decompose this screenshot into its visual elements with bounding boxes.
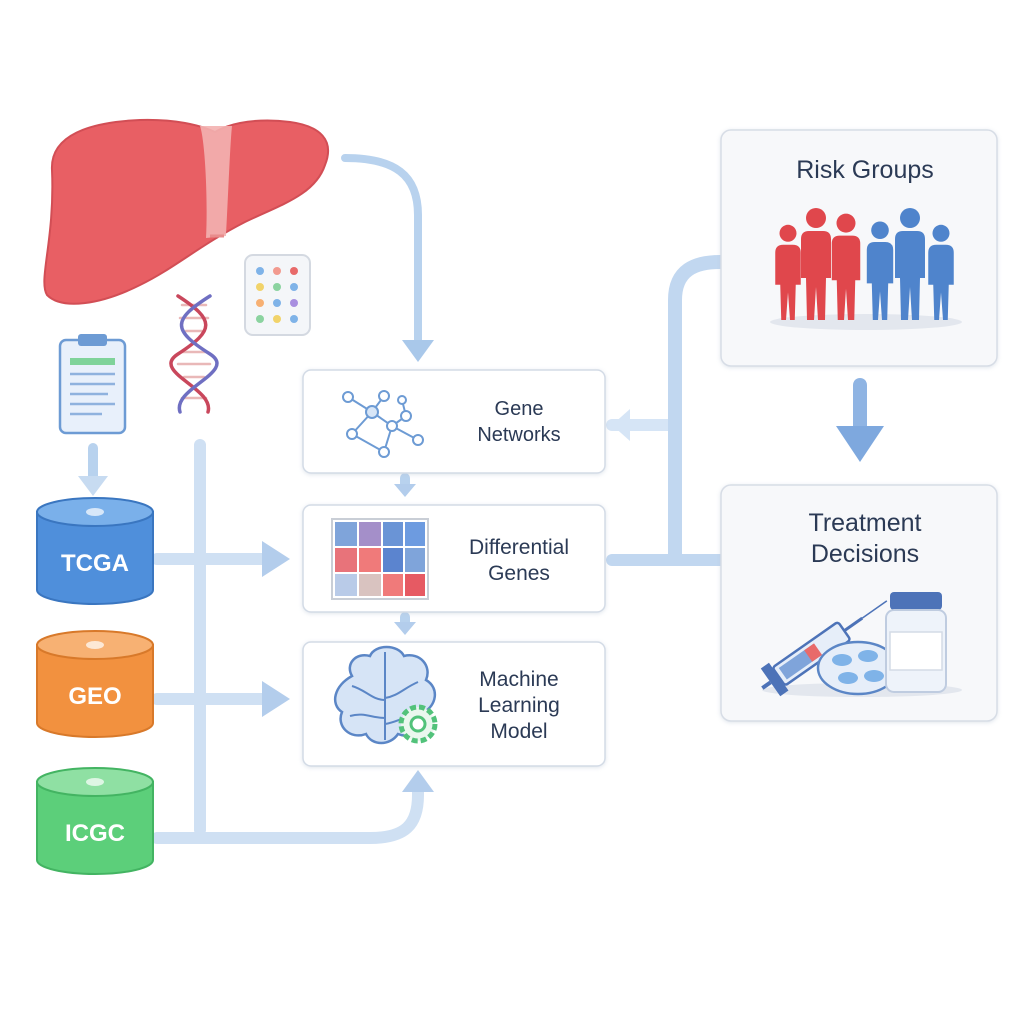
person-figure xyxy=(801,208,831,320)
person-figure xyxy=(866,221,894,320)
people-icon xyxy=(775,208,954,320)
person-figure xyxy=(895,208,925,320)
person-figure xyxy=(831,213,861,320)
arrow-icgc-to-ml xyxy=(151,784,424,844)
arrow-head xyxy=(402,340,434,362)
dna-helix-icon xyxy=(169,294,219,414)
risk-groups-title: Risk Groups xyxy=(796,156,934,184)
ml-model-label-1: Machine xyxy=(479,668,558,691)
database-tcga: TCGA xyxy=(36,497,154,605)
liver-icon xyxy=(43,118,330,305)
heatmap-icon xyxy=(331,518,429,600)
differential-genes-label-2: Genes xyxy=(488,562,550,585)
ml-model-label-3: Model xyxy=(490,720,547,743)
analysis-box-gene-networks: Gene Networks xyxy=(302,369,606,474)
database-icgc: ICGC xyxy=(36,767,154,875)
gene-networks-label-1: Gene xyxy=(495,398,544,420)
arrow-liver-to-networks xyxy=(341,154,422,344)
medication-icon xyxy=(760,592,947,697)
treatment-title-2: Decisions xyxy=(811,540,919,568)
treatment-title-1: Treatment xyxy=(808,509,921,537)
analysis-box-ml-model: Machine Learning Model xyxy=(302,641,606,767)
person-figure xyxy=(928,224,954,320)
analysis-box-differential-genes: Differential Genes xyxy=(302,504,606,613)
brain-gear-icon xyxy=(333,645,438,745)
data-sources: TCGA GEO ICGC xyxy=(36,497,154,875)
person-figure xyxy=(775,224,801,320)
database-label-tcga: TCGA xyxy=(61,550,129,577)
treatment-decisions-panel: Treatment Decisions xyxy=(720,484,998,722)
connectors xyxy=(78,154,884,844)
gene-networks-label-2: Networks xyxy=(477,424,560,446)
database-label-geo: GEO xyxy=(68,683,121,710)
clipboard-icon xyxy=(58,334,127,435)
assay-plate-icon xyxy=(244,254,311,336)
network-icon xyxy=(342,390,424,458)
database-label-icgc: ICGC xyxy=(65,820,125,847)
ml-model-label-2: Learning xyxy=(478,694,560,717)
database-geo: GEO xyxy=(36,630,154,738)
differential-genes-label-1: Differential xyxy=(469,536,569,559)
risk-groups-panel: Risk Groups xyxy=(720,129,998,367)
